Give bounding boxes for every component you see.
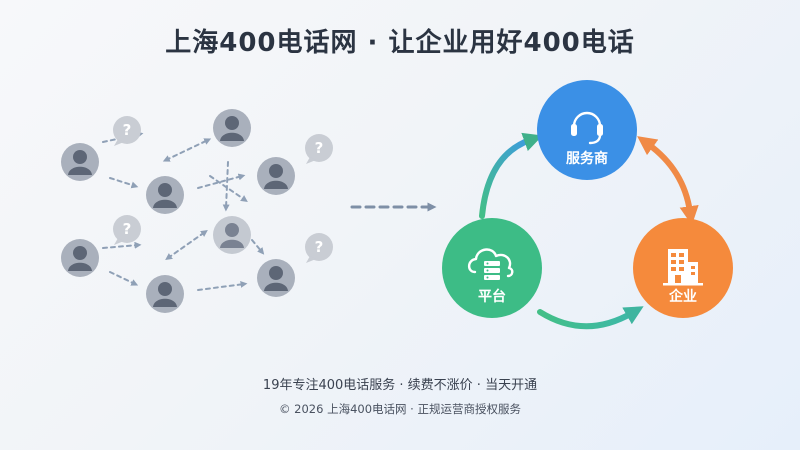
platform-to-service-arrow [479, 132, 543, 219]
svg-text:?: ? [123, 121, 132, 139]
service-enterprise-arrow [637, 136, 699, 226]
question-bubble-icon: ? [113, 215, 141, 245]
people [61, 109, 295, 313]
person-icon [257, 259, 295, 297]
dashed-arrow [197, 173, 246, 189]
person-icon [146, 275, 184, 313]
enterprise-node: 企业 [633, 218, 733, 318]
dashed-arrow [162, 138, 212, 162]
service-provider-label: 服务商 [566, 150, 608, 167]
building-icon [663, 249, 703, 286]
question-bubble-icon: ? [305, 134, 333, 164]
dashed-arrow [222, 161, 230, 212]
footer-copyright: © 2026 上海400电话网 · 正规运营商授权服务 [279, 402, 521, 416]
enterprise-label: 企业 [668, 288, 697, 305]
page-title: 上海400电话网 · 让企业用好400电话 [165, 28, 635, 58]
service-provider-node: 服务商 [537, 80, 637, 180]
person-icon [213, 109, 251, 147]
platform-node: 平台 [442, 218, 542, 318]
chaotic-connections [102, 131, 265, 291]
dashed-arrow [209, 175, 248, 202]
dashed-arrow [251, 239, 265, 255]
person-icon [257, 157, 295, 195]
svg-text:?: ? [315, 139, 324, 157]
cycle-arrows [479, 132, 699, 330]
platform-to-enterprise-arrow [537, 306, 644, 330]
footer-tagline: 19年专注400电话服务 · 续费不涨价 · 当天开通 [262, 378, 538, 393]
person-icon [61, 239, 99, 277]
person-icon [61, 143, 99, 181]
dashed-arrow [109, 271, 139, 286]
person-icon [213, 216, 251, 254]
headset-icon [571, 111, 603, 145]
svg-text:?: ? [315, 238, 324, 256]
dashed-arrow [102, 241, 142, 249]
question-bubble-icon: ? [305, 233, 333, 263]
person-icon [146, 176, 184, 214]
cloud-server-icon [467, 248, 514, 280]
platform-label: 平台 [478, 288, 506, 305]
question-bubbles: ? ? ? ? [113, 116, 333, 263]
dashed-arrow [165, 229, 208, 261]
dashed-arrow [109, 177, 139, 189]
dashed-arrow [197, 280, 248, 291]
question-bubble-icon: ? [113, 116, 141, 146]
svg-text:?: ? [123, 220, 132, 238]
